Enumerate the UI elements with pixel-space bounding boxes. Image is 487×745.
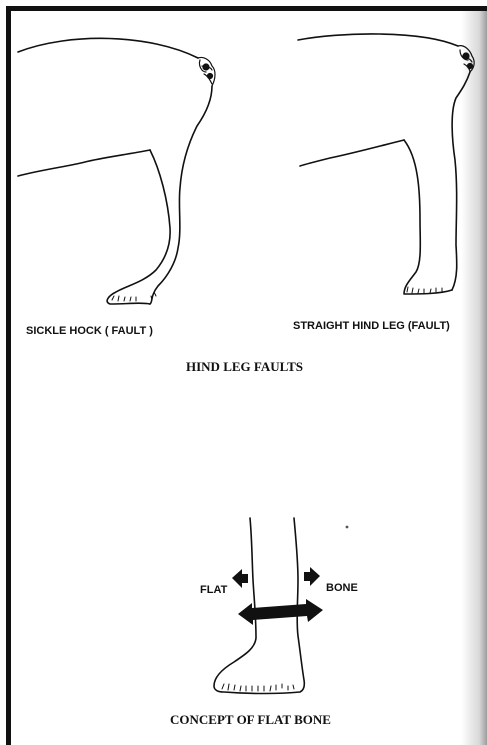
straight-hind-leg-label: STRAIGHT HIND LEG (FAULT) bbox=[293, 320, 450, 332]
speck-dot bbox=[346, 526, 349, 529]
sickle-hock-leg-drawing bbox=[18, 38, 212, 304]
straight-hind-leg-drawing bbox=[298, 34, 470, 294]
flat-arrow-icon bbox=[232, 569, 248, 588]
width-double-arrow-icon bbox=[238, 599, 323, 625]
bone-arrow-icon bbox=[304, 567, 320, 586]
sickle-hock-label: SICKLE HOCK ( FAULT ) bbox=[26, 325, 153, 337]
hind-leg-faults-caption: HIND LEG FAULTS bbox=[186, 359, 303, 375]
tail-tuft-left bbox=[198, 57, 215, 86]
flat-label: FLAT bbox=[200, 584, 227, 596]
concept-flat-bone-caption: CONCEPT OF FLAT BONE bbox=[170, 712, 331, 728]
bone-label: BONE bbox=[326, 582, 358, 594]
tail-tuft-right bbox=[458, 46, 474, 72]
